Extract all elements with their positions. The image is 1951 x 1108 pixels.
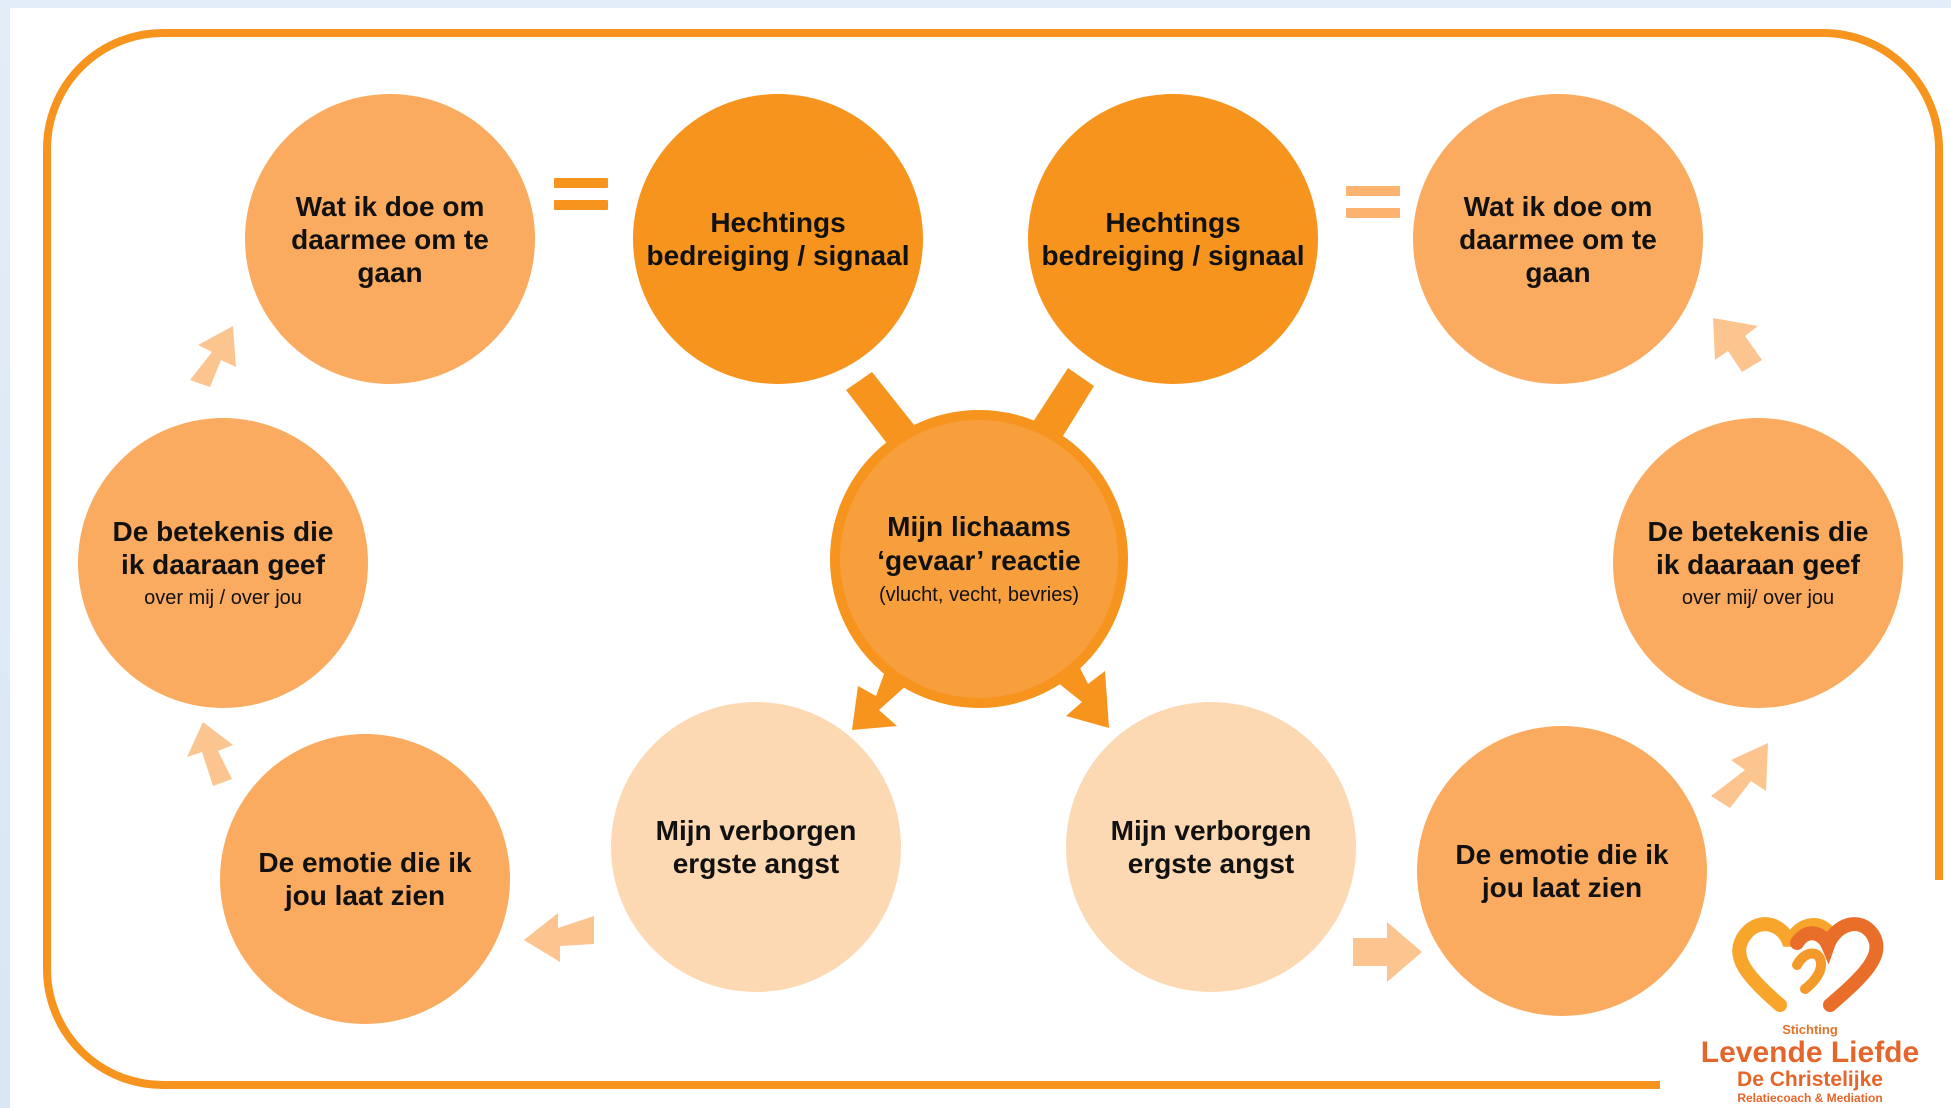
- node-hidden-fear-left: Mijn verborgen ergste angst: [611, 702, 901, 992]
- node-title: Wat ik doe om daarmee om te gaan: [291, 190, 489, 288]
- node-title: De betekenis die ik daaraan geef: [1647, 516, 1869, 580]
- node-title: Wat ik doe om daarmee om te gaan: [1459, 190, 1657, 288]
- node-emotion-left: De emotie die ik jou laat zien: [220, 734, 510, 1024]
- logo-stichting: Stichting: [1782, 1022, 1838, 1037]
- equals-bar: [1346, 186, 1400, 196]
- node-body-danger-reaction: Mijn lichaams ‘gevaar’ reactie (vlucht, …: [830, 410, 1128, 708]
- equals-bar: [554, 200, 608, 210]
- node-title: De emotie die ik jou laat zien: [1455, 839, 1669, 903]
- node-emotion-right: De emotie die ik jou laat zien: [1417, 726, 1707, 1016]
- node-meaning-right: De betekenis die ik daaraan geef over mi…: [1613, 418, 1903, 708]
- organization-logo: Stichting Levende Liefde De Christelijke…: [1680, 905, 1940, 1105]
- node-attachment-signal-left: Hechtings bedreiging / signaal: [633, 94, 923, 384]
- equals-bar: [554, 178, 608, 188]
- arrow-left-bottom-to-mid: [187, 722, 233, 786]
- logo-tagline: Relatiecoach & Mediation: [1737, 1091, 1883, 1105]
- node-title: Mijn verborgen ergste angst: [655, 815, 857, 879]
- node-title: De emotie die ik jou laat zien: [258, 847, 472, 911]
- node-title: Mijn verborgen ergste angst: [1110, 815, 1312, 879]
- frame-gap: [1660, 880, 1951, 1108]
- equals-sign-right: [1346, 186, 1400, 230]
- node-subtitle: (vlucht, vecht, bevries): [878, 584, 1080, 606]
- flow-arrows: [187, 318, 1768, 982]
- equals-bar: [1346, 208, 1400, 218]
- node-coping-right: Wat ik doe om daarmee om te gaan: [1413, 94, 1703, 384]
- arrow-right-emotie-to-mid: [1711, 743, 1768, 808]
- arrow-angst-left-to-emotie: [524, 913, 594, 962]
- node-title: Mijn lichaams ‘gevaar’ reactie: [877, 511, 1081, 576]
- logo-christelijke: De Christelijke: [1737, 1068, 1883, 1091]
- node-subtitle: over mij / over jou: [144, 587, 302, 609]
- node-title: Hechtings bedreiging / signaal: [646, 207, 910, 271]
- node-hidden-fear-right: Mijn verborgen ergste angst: [1066, 702, 1356, 992]
- node-title: Hechtings bedreiging / signaal: [1041, 207, 1305, 271]
- logo-name: Levende Liefde: [1700, 1036, 1920, 1069]
- node-title: De betekenis die ik daaraan geef: [112, 516, 334, 580]
- arrow-right-mid-to-top: [1713, 318, 1762, 372]
- node-attachment-signal-right: Hechtings bedreiging / signaal: [1028, 94, 1318, 384]
- arrow-angst-right-to-emotie: [1353, 922, 1422, 982]
- double-heart-icon: [1732, 917, 1884, 1012]
- cycle-frame: [43, 29, 1943, 1089]
- node-coping-left: Wat ik doe om daarmee om te gaan: [245, 94, 535, 384]
- equals-sign-left: [554, 178, 608, 222]
- node-meaning-left: De betekenis die ik daaraan geef over mi…: [78, 418, 368, 708]
- arrow-left-mid-to-top: [190, 326, 236, 387]
- node-subtitle: over mij/ over jou: [1681, 587, 1835, 609]
